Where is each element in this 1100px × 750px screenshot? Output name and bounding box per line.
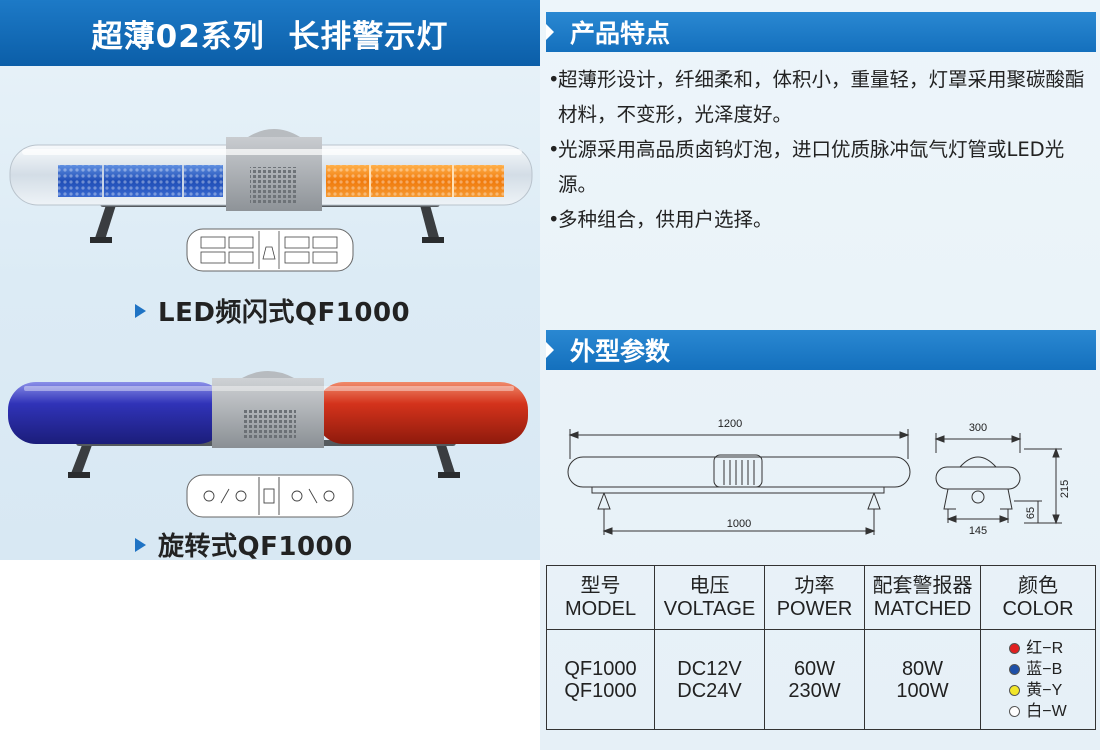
product-caption-led: LED频闪式QF1000: [135, 292, 410, 329]
rotating-light-bar-image: [8, 371, 528, 478]
led-layout-schematic: [186, 228, 354, 272]
white-dot-icon: [1009, 705, 1021, 717]
color-item-white: 白−W: [1009, 701, 1067, 722]
dim-total-length: 1200: [718, 418, 742, 430]
product-caption-rotating: 旋转式QF1000: [135, 526, 353, 563]
triangle-bullet-icon: [135, 303, 146, 318]
page-title: 超薄02系列 长排警示灯: [0, 0, 540, 66]
led-light-bar-image: [9, 129, 533, 243]
dim-base-height: 65: [1025, 507, 1037, 519]
left-panel: 超薄02系列 长排警示灯: [0, 0, 540, 563]
feature-item: 超薄形设计，纤细柔和，体积小，重量轻，灯罩采用聚碳酸酯材料，不变形，光泽度好。: [548, 62, 1093, 132]
notch-marker-icon: [546, 24, 554, 40]
feature-list: 超薄形设计，纤细柔和，体积小，重量轻，灯罩采用聚碳酸酯材料，不变形，光泽度好。 …: [548, 62, 1093, 237]
blue-dot-icon: [1009, 663, 1021, 675]
feature-item: 光源采用高品质卤钨灯泡，进口优质脉冲氙气灯管或LED光源。: [548, 132, 1093, 202]
dimensions-heading: 外型参数: [546, 330, 1096, 370]
yellow-dot-icon: [1009, 684, 1021, 696]
rotating-layout-schematic: [186, 474, 354, 518]
dim-base-width: 145: [969, 525, 987, 537]
dim-height: 215: [1059, 480, 1071, 498]
cell-color: 红−R 蓝−B 黄−Y 白−W: [980, 629, 1096, 730]
color-item-yellow: 黄−Y: [1009, 680, 1066, 701]
dimension-drawing: 1200 1000 300 215 65 145: [567, 418, 1071, 537]
color-item-blue: 蓝−B: [1009, 659, 1066, 680]
color-list: 红−R 蓝−B 黄−Y 白−W: [1009, 638, 1067, 722]
red-dot-icon: [1009, 642, 1021, 654]
triangle-bullet-icon: [135, 537, 146, 552]
dim-base-length: 1000: [727, 518, 751, 530]
color-item-red: 红−R: [1009, 638, 1066, 659]
features-heading: 产品特点: [546, 12, 1096, 52]
dim-width: 300: [969, 422, 987, 434]
notch-marker-icon: [546, 342, 554, 358]
feature-item: 多种组合，供用户选择。: [548, 202, 1093, 237]
right-panel: 产品特点 超薄形设计，纤细柔和，体积小，重量轻，灯罩采用聚碳酸酯材料，不变形，光…: [540, 0, 1100, 750]
